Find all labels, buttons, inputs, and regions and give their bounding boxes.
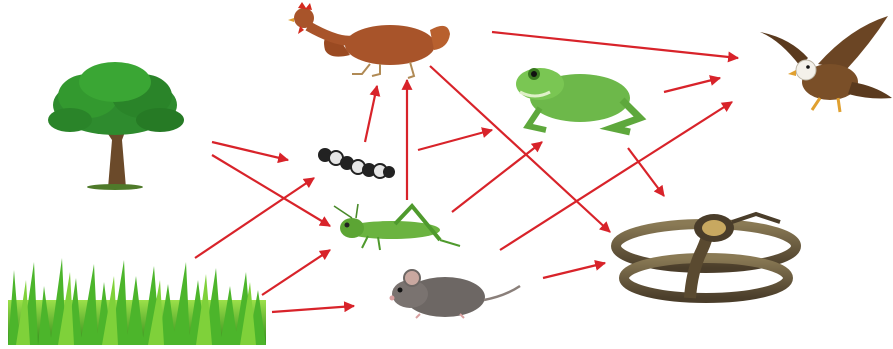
eagle-icon <box>760 16 892 112</box>
arrow-caterpillar-to-hen <box>365 86 377 142</box>
arrow-tree-to-caterpillar <box>212 142 288 160</box>
mouse-icon <box>390 270 521 318</box>
arrow-tree-to-grasshopper <box>212 155 330 226</box>
arrow-mouse-to-snake <box>543 263 605 278</box>
arrows-layer <box>195 32 738 312</box>
arrow-frog-to-snake <box>628 148 664 196</box>
arrow-grass-to-mouse <box>272 306 354 312</box>
grass-icon <box>8 258 266 345</box>
frog-icon <box>516 68 640 132</box>
snake-icon <box>616 214 796 298</box>
grasshopper-icon <box>334 204 460 250</box>
arrow-hen-to-eagle <box>492 32 738 58</box>
arrow-grasshopper-to-frog <box>452 142 542 212</box>
arrow-frog-to-eagle <box>664 78 720 92</box>
hen-icon <box>288 2 450 78</box>
arrow-grass-to-grasshopper <box>262 250 330 295</box>
arrow-caterpillar-to-frog <box>418 130 492 150</box>
caterpillar-icon <box>318 148 395 178</box>
arrow-grass-to-caterpillar <box>195 178 314 258</box>
tree-icon <box>48 62 184 190</box>
